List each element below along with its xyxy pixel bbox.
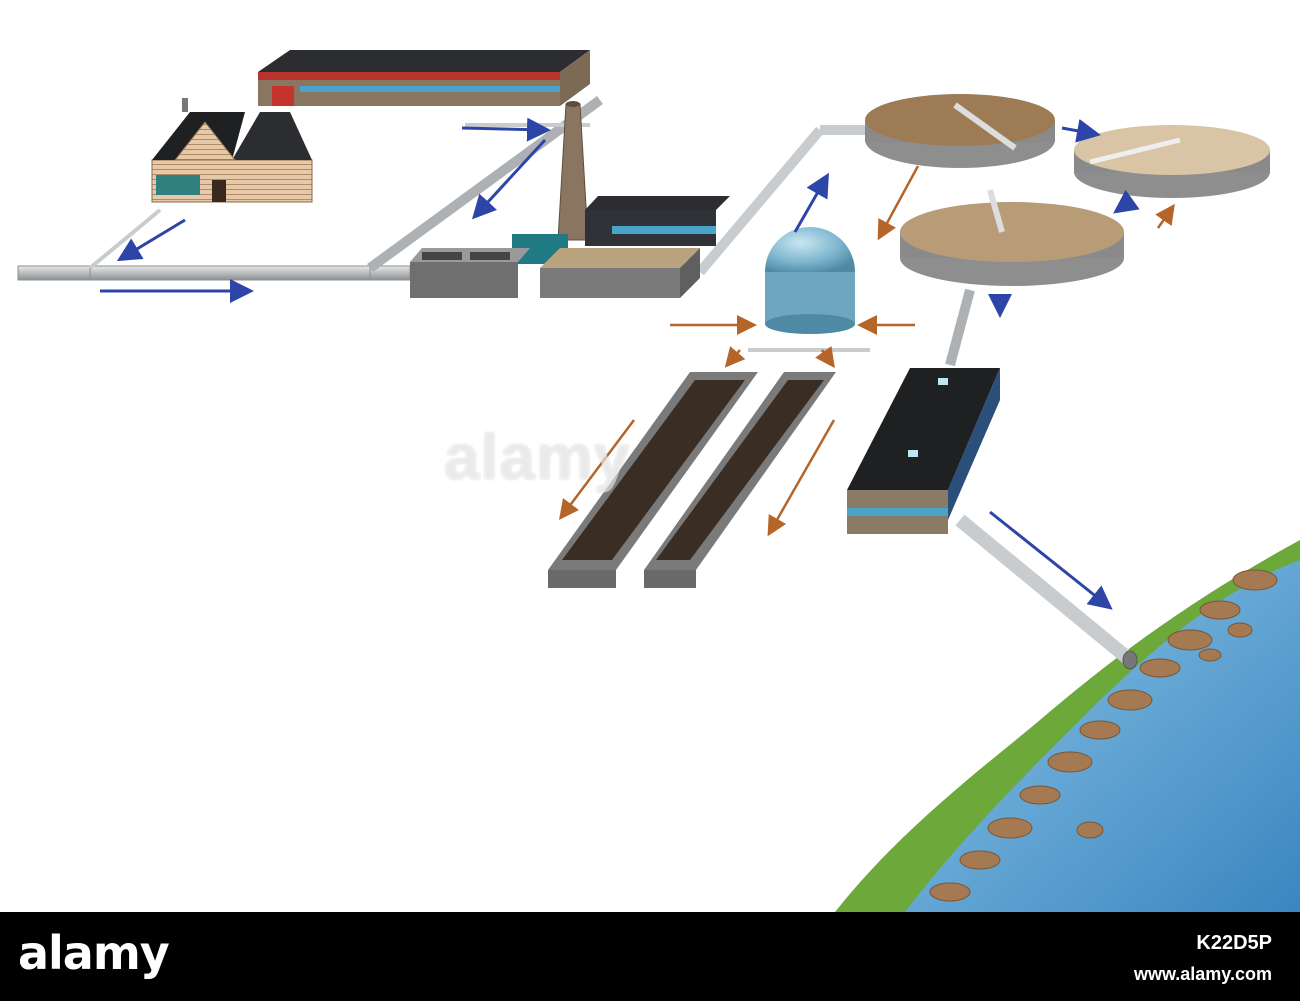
arrow-icon [767,419,836,537]
arrow-icon [559,419,635,520]
arrow-icon [877,165,920,241]
industrial-building [258,50,590,106]
house-icon [151,98,313,203]
digester-dome-icon [748,227,870,352]
footer-image-id: K22D5P [1196,932,1272,954]
clarifier-final [900,189,1124,286]
clarifier-aeration [865,94,1055,168]
footer-url: www.alamy.com [1133,964,1272,984]
footer-bar: alamy K22D5P www.alamy.com [0,912,1300,1001]
arrow-icon [1113,189,1140,214]
arrow-icon [989,510,1113,610]
footer-logo: alamy [18,926,170,980]
arrow-icon [116,218,186,262]
disinfection-building [847,368,1000,534]
main-sewer-pipe [17,95,1138,670]
wastewater-treatment-diagram [17,50,1300,912]
arrow-icon [1061,118,1101,143]
clarifier-secondary [1074,125,1270,198]
arrow-icon [471,138,547,220]
sludge-flow-arrows [559,165,1175,537]
wastewater-flow-arrows [100,117,1140,610]
arrow-icon [724,346,746,368]
primary-settling-tank [540,248,700,298]
arrow-icon [461,117,551,142]
sludge-drying-beds [548,372,836,588]
arrow-icon [815,345,835,369]
shoreline-rocks [929,569,1278,902]
arrow-icon [1155,203,1175,229]
screening-chambers [410,248,530,298]
river-shore [835,540,1300,912]
arrow-icon [793,172,829,233]
